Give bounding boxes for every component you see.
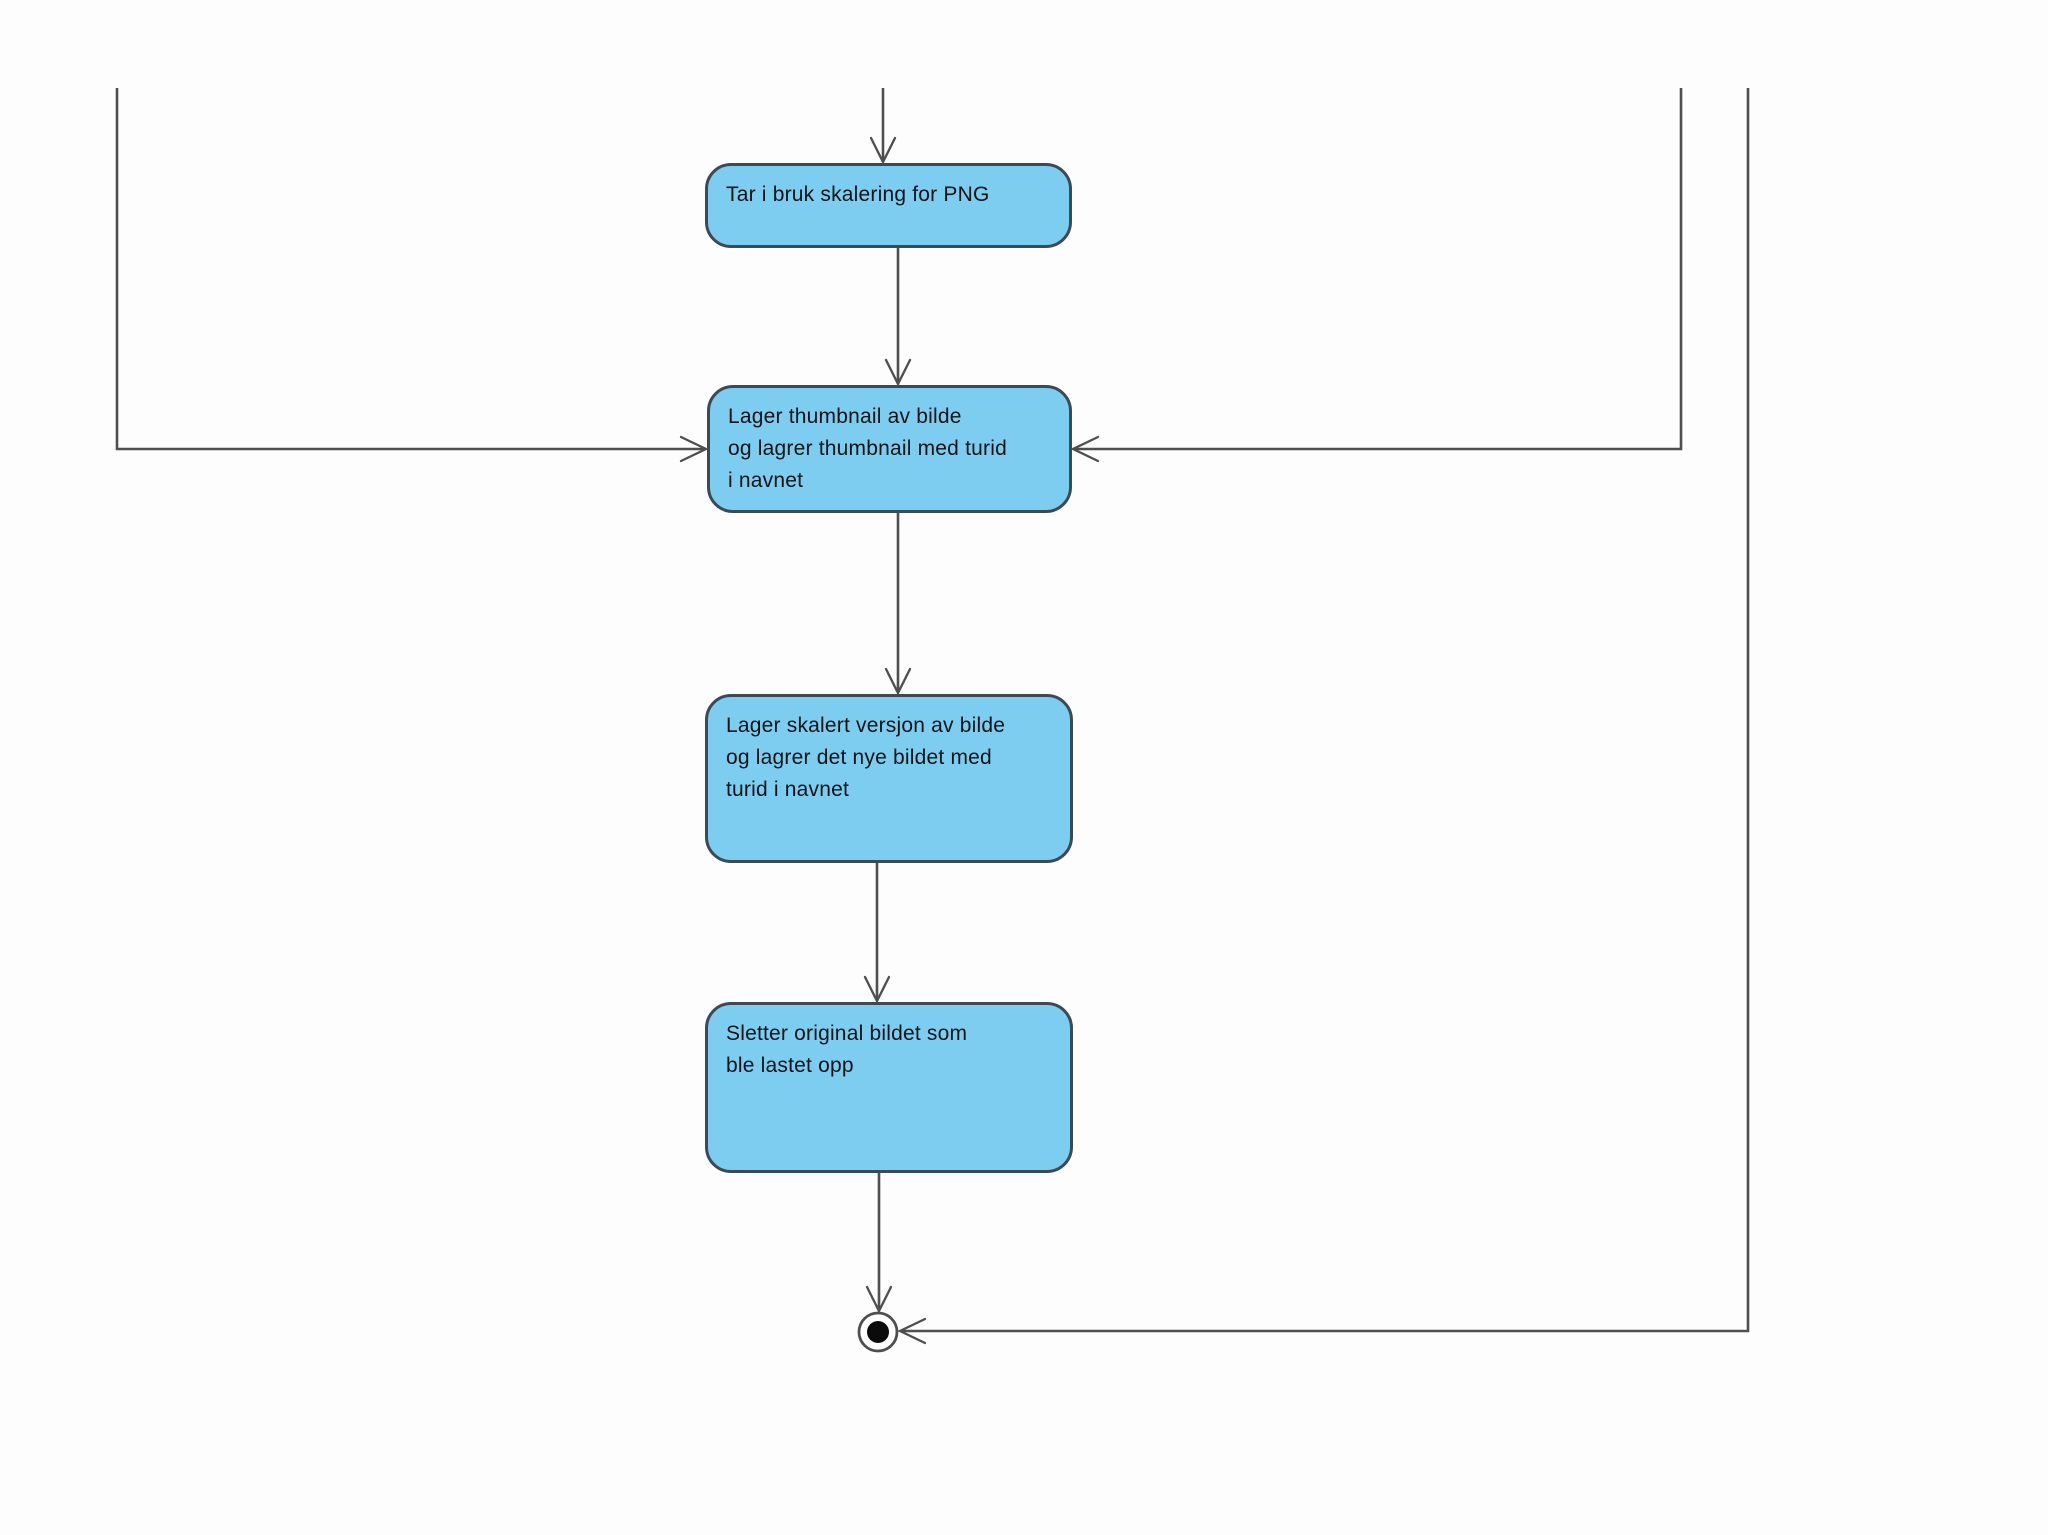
arrowhead-into-final-top <box>865 1285 893 1314</box>
edge-left-loop <box>115 88 704 451</box>
arrowhead-into-delete <box>863 975 891 1004</box>
final-state-node <box>857 1311 899 1353</box>
edge-right-loop <box>1075 88 1683 451</box>
edge-right-loop-to-final <box>902 88 1750 1333</box>
action-node-label: Tar i bruk skalering for PNG <box>726 183 990 206</box>
arrowhead-into-thumbnail-right <box>1070 435 1100 463</box>
action-node-label: Sletter original bildet som ble lastet o… <box>726 1022 968 1077</box>
arrowhead-into-final-right <box>897 1317 927 1345</box>
arrowhead-into-scaled <box>884 667 912 696</box>
action-node-apply-png-scaling: Tar i bruk skalering for PNG <box>705 163 1072 248</box>
arrowhead-into-thumbnail-top <box>884 358 912 387</box>
action-node-create-thumbnail: Lager thumbnail av bilde og lagrer thumb… <box>707 385 1072 513</box>
arrowhead-into-thumbnail-left <box>679 435 709 463</box>
action-node-create-scaled-version: Lager skalert versjon av bilde og lagrer… <box>705 694 1073 863</box>
action-node-delete-original: Sletter original bildet som ble lastet o… <box>705 1002 1073 1173</box>
final-state-dot <box>867 1321 889 1343</box>
action-node-label: Lager thumbnail av bilde og lagrer thumb… <box>728 405 1007 492</box>
action-node-label: Lager skalert versjon av bilde og lagrer… <box>726 714 1006 801</box>
arrowhead-into-apply-scaling <box>869 136 897 165</box>
